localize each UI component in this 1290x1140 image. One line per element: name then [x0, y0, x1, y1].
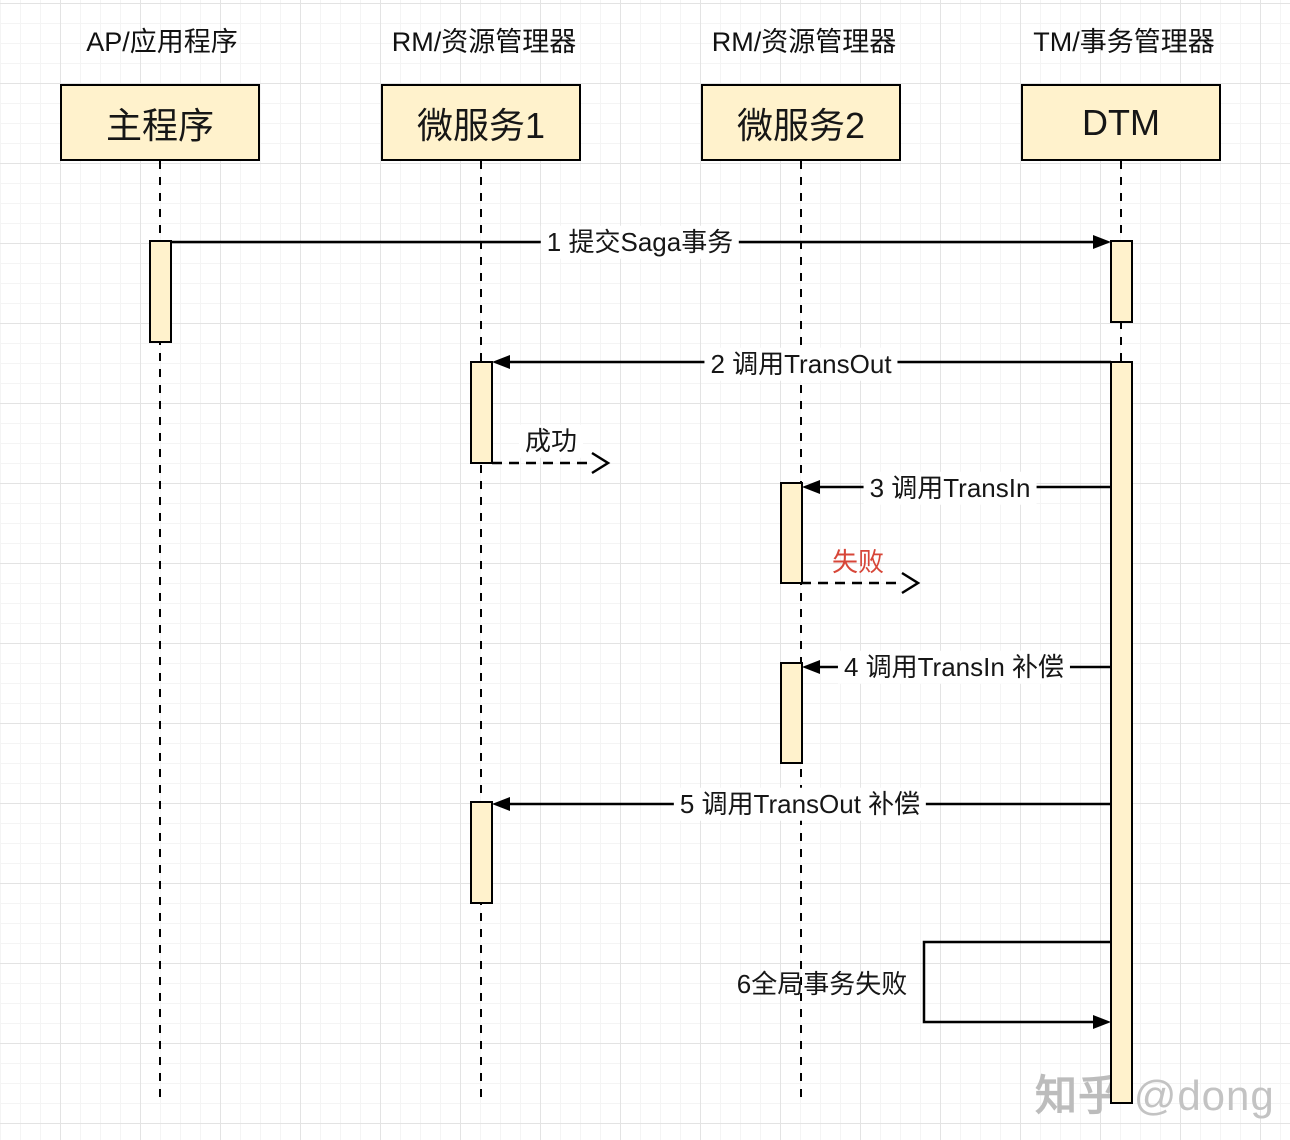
- actor-name-main-program: 主程序: [105, 104, 214, 146]
- actor-role-tm: TM/事务管理器: [1033, 27, 1215, 57]
- watermark-brand: 知乎: [1035, 1072, 1122, 1119]
- arrowhead-msg-4: [802, 660, 820, 674]
- activation-bars: [149, 240, 1133, 1104]
- actor-box-dtm: DTM: [1021, 84, 1221, 161]
- arrowhead-msg-5: [492, 797, 510, 811]
- arrowhead-msg-6: [1093, 1015, 1111, 1029]
- actor-box-microservice-2: 微服务2: [701, 84, 901, 161]
- actor-role-rm1: RM/资源管理器: [391, 27, 577, 57]
- activation-microservice1-1: [470, 361, 493, 464]
- actor-box-main-program: 主程序: [60, 84, 260, 161]
- actor-role-ap: AP/应用程序: [86, 27, 238, 57]
- watermark-handle: @dong: [1133, 1072, 1275, 1119]
- message-label-5: 5 调用TransOut 补偿: [673, 787, 927, 821]
- lifelines: [159, 161, 1122, 1100]
- arrowhead-return-success: [591, 451, 611, 475]
- arrow-msg-6-path: [922, 940, 1111, 1024]
- activation-main-program: [149, 240, 172, 343]
- watermark: 知乎 @dong: [1035, 1062, 1275, 1123]
- arrow-return-fail: [801, 571, 921, 595]
- message-label-3: 3 调用TransIn: [863, 471, 1037, 505]
- arrow-return-success: [492, 451, 611, 475]
- actor-role-rm2: RM/资源管理器: [711, 27, 897, 57]
- actor-name-microservice-1: 微服务1: [416, 104, 546, 146]
- actor-name-dtm: DTM: [1082, 101, 1160, 143]
- message-label-2: 2 调用TransOut: [704, 347, 898, 381]
- message-label-4: 4 调用TransIn 补偿: [837, 650, 1071, 684]
- arrowhead-msg-3: [802, 480, 820, 494]
- arrowhead-return-fail: [901, 571, 921, 595]
- activation-microservice2-2: [780, 662, 803, 764]
- actor-name-microservice-2: 微服务2: [736, 104, 866, 146]
- arrow-msg-6-self: [922, 940, 1111, 1029]
- actor-box-microservice-1: 微服务1: [381, 84, 581, 161]
- message-label-6: 6全局事务失败: [736, 968, 908, 999]
- activation-dtm-1: [1110, 240, 1133, 323]
- message-label-1: 1 提交Saga事务: [540, 225, 740, 259]
- activation-microservice2-1: [780, 482, 803, 584]
- arrowhead-msg-2: [492, 355, 510, 369]
- message-label-fail: 失败: [831, 546, 885, 577]
- message-label-success: 成功: [518, 424, 584, 458]
- activation-microservice1-2: [470, 801, 493, 904]
- activation-dtm-2: [1110, 361, 1133, 1104]
- arrowhead-msg-1: [1093, 235, 1111, 249]
